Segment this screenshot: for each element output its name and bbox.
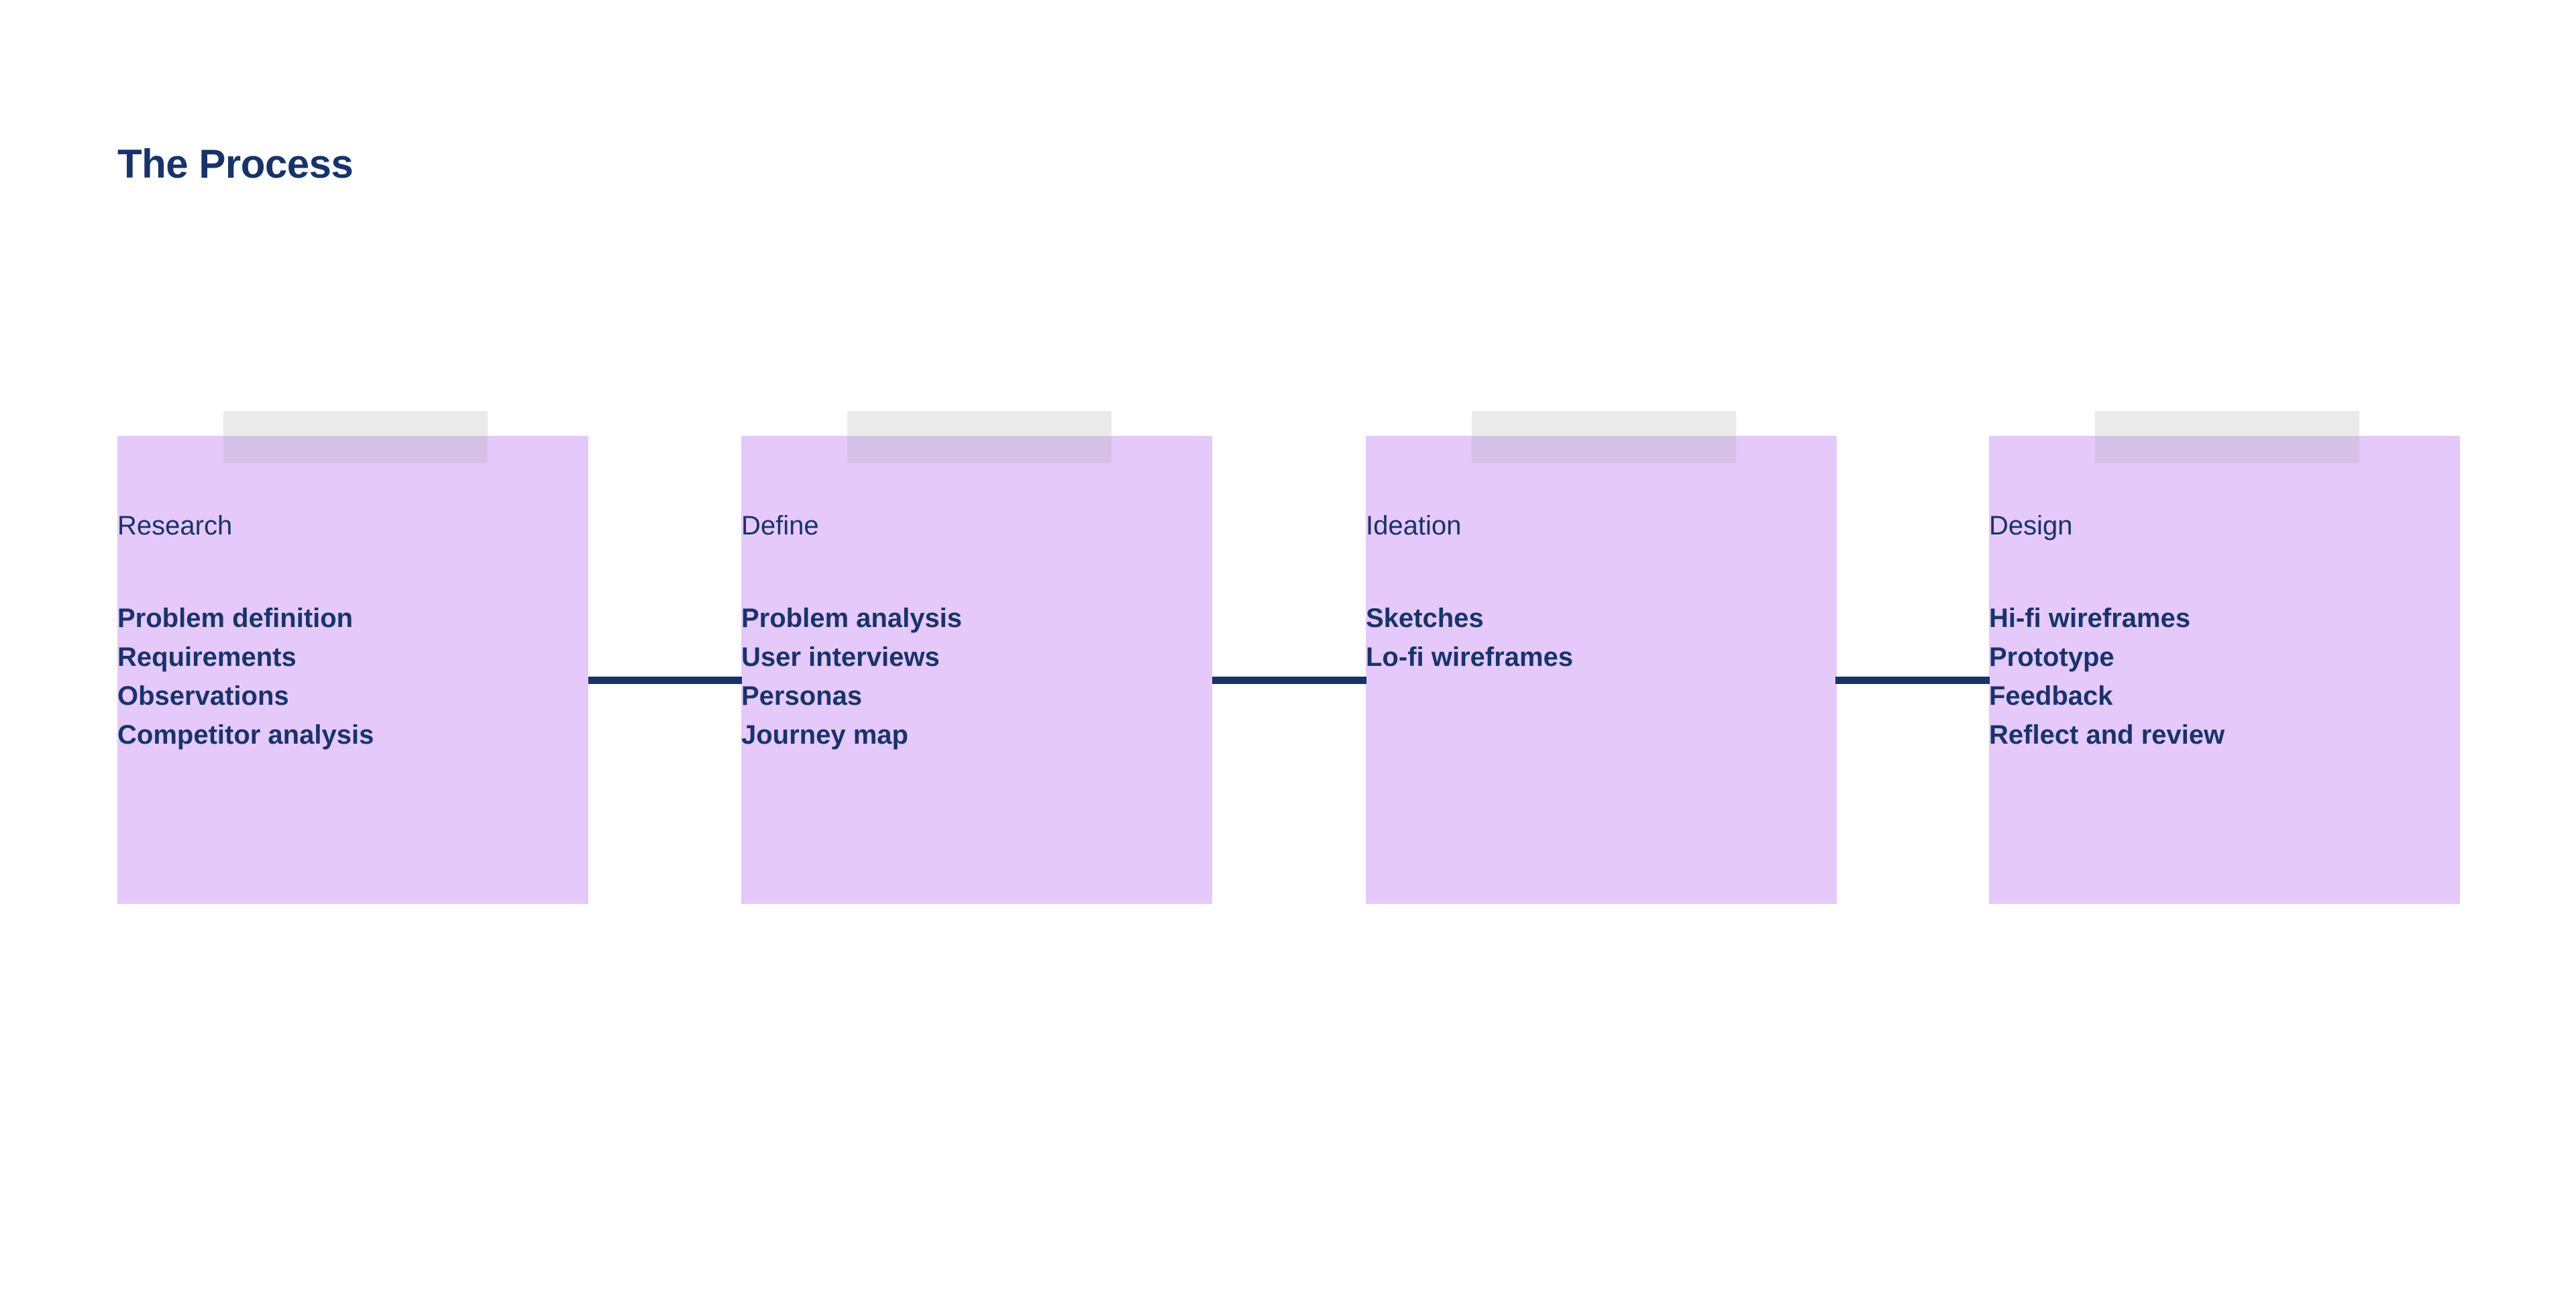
stage-card-define[interactable]: Define Problem analysis User interviews … (741, 436, 1212, 904)
list-item: Personas (741, 681, 863, 711)
stage-connector (1835, 677, 1990, 684)
list-item: Feedback (1989, 681, 2113, 711)
stage-connector (1212, 677, 1366, 684)
stage-item-list: Sketches Lo-fi wireframes (1366, 599, 1837, 677)
stage-connector (588, 677, 742, 684)
list-item: User interviews (741, 642, 940, 672)
stage-heading: Ideation (1366, 511, 1462, 540)
list-item: Problem definition (117, 604, 354, 633)
stage-card-research[interactable]: Research Problem definition Requirements… (117, 436, 588, 904)
stage-tab-overlay (2095, 411, 2359, 463)
stage-card-design[interactable]: Design Hi-fi wireframes Prototype Feedba… (1989, 436, 2460, 904)
stage-tab-overlay (1472, 411, 1736, 463)
stage-heading: Research (117, 511, 233, 540)
stage-heading: Design (1989, 511, 2073, 540)
stage-card-ideation[interactable]: Ideation Sketches Lo-fi wireframes (1366, 436, 1837, 904)
page-title: The Process (117, 141, 354, 186)
list-item: Sketches (1366, 604, 1484, 633)
list-item: Requirements (117, 642, 297, 672)
list-item: Reflect and review (1989, 720, 2225, 750)
list-item: Competitor analysis (117, 720, 374, 750)
list-item: Lo-fi wireframes (1366, 642, 1573, 672)
list-item: Journey map (741, 720, 908, 750)
stage-item-list: Problem analysis User interviews Persona… (741, 599, 1212, 754)
stage-item-list: Problem definition Requirements Observat… (117, 599, 588, 754)
list-item: Prototype (1989, 642, 2114, 672)
list-item: Hi-fi wireframes (1989, 604, 2191, 633)
list-item: Observations (117, 681, 289, 711)
stage-heading: Define (741, 511, 819, 540)
stage-item-list: Hi-fi wireframes Prototype Feedback Refl… (1989, 599, 2460, 754)
stage-tab-overlay (223, 411, 488, 463)
list-item: Problem analysis (741, 604, 963, 633)
stage-tab-overlay (847, 411, 1112, 463)
